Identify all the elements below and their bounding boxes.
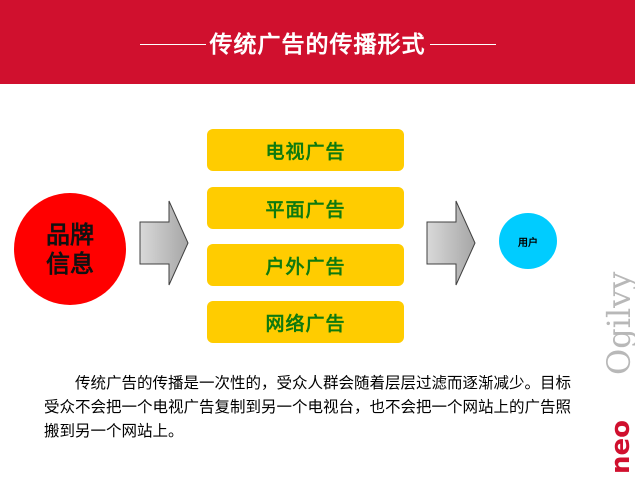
- ogilvy-wordmark: Ogilvy: [600, 272, 635, 375]
- user-label: 用户: [518, 237, 538, 249]
- channel-print-ad: 平面广告: [207, 187, 404, 229]
- description-text: 传统广告的传播是一次性的，受众人群会随着层层过滤而逐渐减少。目标受众不会把一个电…: [44, 374, 572, 440]
- channel-tv-ad: 电视广告: [207, 129, 404, 171]
- user-node: 用户: [499, 213, 557, 269]
- arrow-right-icon: [426, 200, 476, 286]
- brand-info-label: 品牌信息: [46, 220, 94, 278]
- header-banner: 传统广告的传播形式: [0, 0, 635, 84]
- title-right-rule: [429, 43, 496, 45]
- channel-outdoor-ad: 户外广告: [207, 244, 404, 286]
- header-title-row: 传统广告的传播形式: [0, 0, 635, 84]
- arrow-right-icon: [139, 200, 189, 286]
- neo-ogilvy-logo: Ogilvy neo: [600, 272, 635, 474]
- page-title: 传统广告的传播形式: [209, 31, 426, 58]
- channel-online-ad: 网络广告: [207, 301, 404, 343]
- brand-info-node: 品牌信息: [14, 193, 126, 305]
- neo-wordmark: neo: [606, 420, 635, 474]
- title-left-rule: [139, 43, 206, 45]
